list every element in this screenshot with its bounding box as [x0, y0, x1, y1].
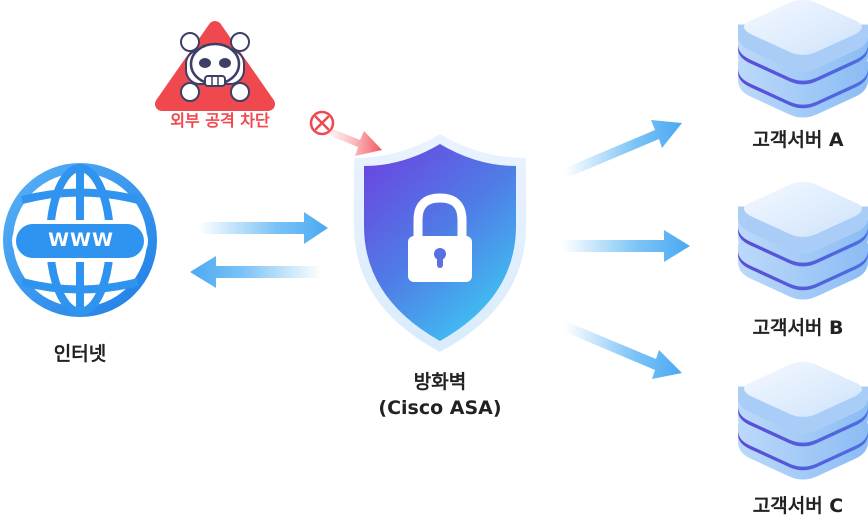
server-a-label: 고객서버 A	[752, 129, 844, 151]
arrow-to-server-c	[565, 321, 682, 379]
arrow-to-firewall	[198, 212, 328, 244]
skull-warning-icon	[155, 21, 275, 111]
www-badge: WWW	[48, 229, 114, 251]
globe-icon	[3, 163, 157, 317]
firewall-label: 방화벽	[413, 371, 467, 393]
server-a-icon	[738, 0, 868, 118]
arrow-to-internet	[190, 256, 322, 288]
arrow-to-server-a	[565, 120, 682, 177]
server-b-icon	[738, 181, 868, 300]
shield-lock-icon	[354, 134, 526, 352]
threat-label: 외부 공격 차단	[170, 111, 270, 130]
server-b-label: 고객서버 B	[752, 317, 844, 339]
attack-arrow	[328, 128, 382, 156]
arrow-to-server-b	[562, 230, 690, 262]
server-c-icon	[738, 361, 868, 480]
firewall-model-label: (Cisco ASA)	[378, 397, 502, 419]
server-c-label: 고객서버 C	[752, 495, 844, 517]
internet-label: 인터넷	[53, 343, 107, 365]
block-icon	[309, 110, 335, 136]
